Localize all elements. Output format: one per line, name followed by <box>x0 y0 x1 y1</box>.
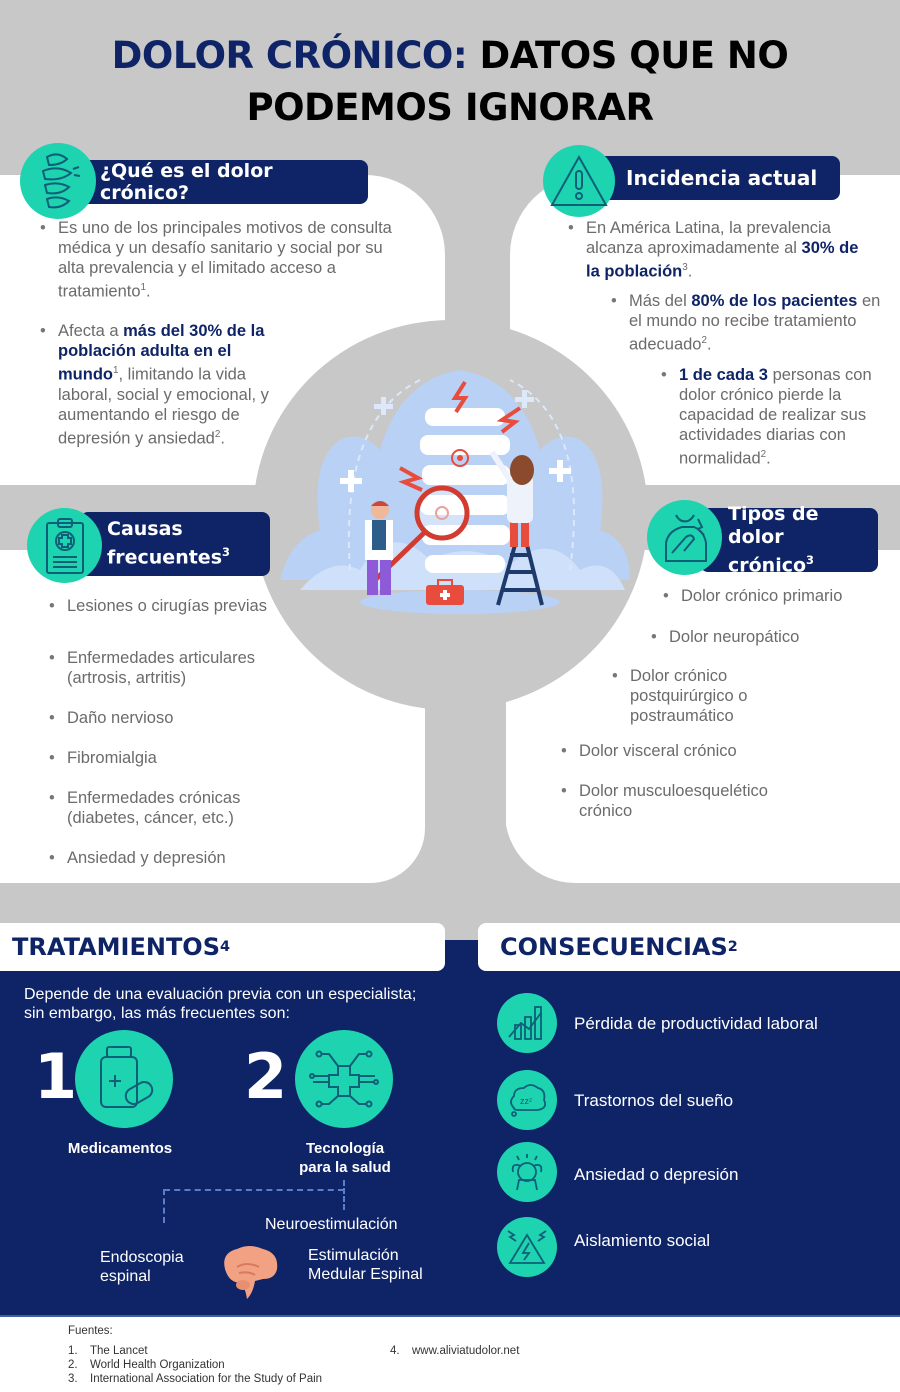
treatment-label-2: Tecnología para la salud <box>299 1140 391 1176</box>
incidencia-bullet-1: En América Latina, la prevalencia alcanz… <box>568 218 876 282</box>
page-title: DOLOR CRÓNICO: DATOS QUE NO PODEMOS IGNO… <box>0 30 900 134</box>
treatment-label-1: Medicamentos <box>67 1140 173 1157</box>
consecuencia-item: Pérdida de productividad laboral <box>574 1014 818 1033</box>
sources-title: Fuentes: <box>68 1325 113 1337</box>
stressed-person-icon <box>497 1142 557 1202</box>
tipos-item: Dolor crónico postquirúrgico o postraumá… <box>612 666 780 726</box>
consecuencia-item: Ansiedad o depresión <box>574 1165 739 1184</box>
center-stem <box>426 680 506 900</box>
spine-vertebrae-icon <box>20 143 96 219</box>
tratamientos-intro: Depende de una evaluación previa con un … <box>24 986 417 1022</box>
warning-triangle-icon <box>543 145 615 217</box>
tipos-item: Dolor visceral crónico <box>561 741 819 761</box>
source-item: 2.World Health Organization <box>68 1359 225 1371</box>
productivity-chart-icon <box>497 993 557 1053</box>
header-causas-line2: frecuentes <box>107 546 223 569</box>
tree-connector <box>163 1189 165 1223</box>
tree-connector <box>343 1180 345 1210</box>
medical-clipboard-icon <box>27 508 102 583</box>
shoulder-pain-icon <box>647 500 722 575</box>
header-tipos-line1: Tipos de dolor <box>728 502 819 548</box>
que-es-bullet-2: Afecta a más del 30% de la población adu… <box>40 321 298 448</box>
header-que-es-label: ¿Qué es el dolor crónico? <box>100 160 273 204</box>
treatment-number-1: 1 <box>34 1040 78 1113</box>
consecuencia-item: Trastornos del sueño <box>574 1091 734 1110</box>
header-tipos-line2: crónico <box>728 554 807 577</box>
treatment-number-2: 2 <box>244 1040 288 1113</box>
tipos-item: Dolor musculoesquelético crónico <box>561 781 809 821</box>
title-line1: DATOS QUE NO <box>479 34 789 77</box>
causas-item: Lesiones o cirugías previas <box>49 596 267 616</box>
medicine-bottle-pills-icon <box>75 1030 173 1128</box>
health-tech-circuit-icon <box>295 1030 393 1128</box>
incidencia-bullet-2: Más del 80% de los pacientes en el mundo… <box>611 291 889 355</box>
estimulacion-medular-label: Estimulación Medular Espinal <box>308 1247 423 1283</box>
source-item: 1.The Lancet <box>68 1345 148 1357</box>
causas-item: Daño nervioso <box>49 708 307 728</box>
causas-item: Fibromialgia <box>49 748 307 768</box>
que-es-bullet-1: Es uno de los principales motivos de con… <box>40 218 398 302</box>
sources-footer: Fuentes: 1.The Lancet 2.World Health Org… <box>0 1315 900 1392</box>
neuroestimulacion-label: Neuroestimulación <box>265 1216 398 1233</box>
source-item: 3.International Association for the Stud… <box>68 1373 323 1385</box>
causas-item: Ansiedad y depresión <box>49 848 307 868</box>
high-voltage-warning-icon <box>497 1217 557 1277</box>
spine-doctors-illustration <box>280 370 630 614</box>
title-accent: DOLOR CRÓNICO: <box>111 34 468 77</box>
incidencia-bullet-3: 1 de cada 3 personas con dolor crónico p… <box>661 365 894 469</box>
causas-item: Enfermedades crónicas (diabetes, cáncer,… <box>49 788 287 828</box>
tipos-item: Dolor neuropático <box>651 627 879 647</box>
bottom-band <box>0 940 900 1315</box>
tipos-item: Dolor crónico primario <box>663 586 891 606</box>
sleep-cloud-icon: zzᶻ <box>497 1070 557 1130</box>
source-link[interactable]: 4.www.aliviatudolor.net <box>390 1345 520 1357</box>
header-que-es: ¿Qué es el dolor crónico? <box>80 160 368 204</box>
svg-text:zzᶻ: zzᶻ <box>520 1096 532 1106</box>
header-incidencia: Incidencia actual <box>590 156 840 200</box>
brain-icon <box>224 1246 278 1299</box>
causas-item: Enfermedades articulares (artrosis, artr… <box>49 648 307 688</box>
endoscopia-label: Endoscopia espinal <box>100 1249 184 1285</box>
header-causas-line1: Causas <box>107 518 183 541</box>
consecuencia-item: Aislamiento social <box>574 1231 711 1250</box>
title-line2: PODEMOS IGNORAR <box>246 86 654 129</box>
tree-connector <box>164 1189 344 1191</box>
header-incidencia-label: Incidencia actual <box>626 166 818 190</box>
